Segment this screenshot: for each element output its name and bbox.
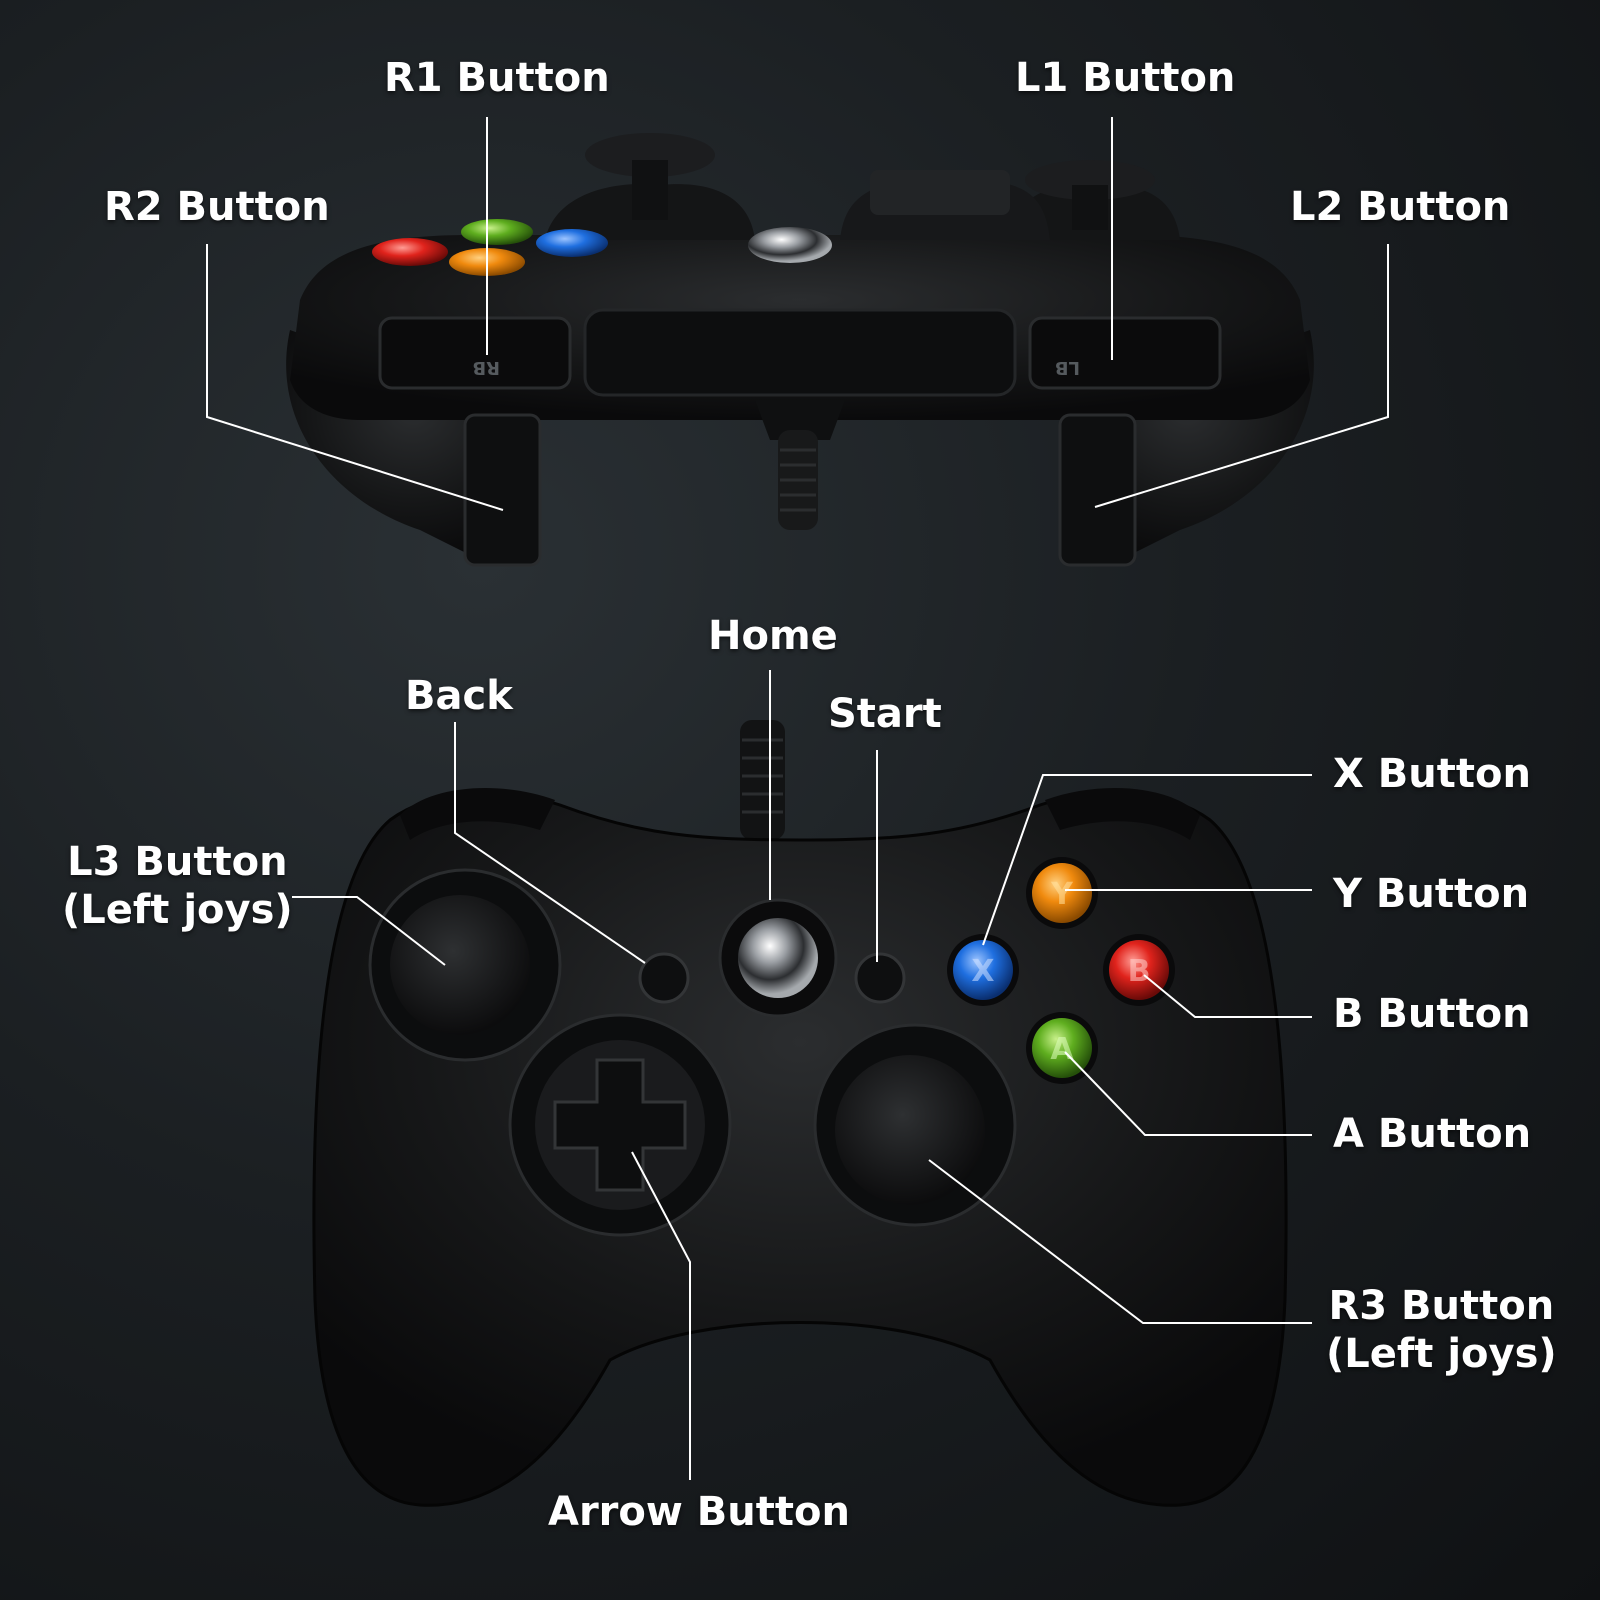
l3-button-label-line1: L3 Button [67,839,288,885]
leader-lines [206,117,1389,1480]
arrow-button-label: Arrow Button [548,1489,850,1535]
b-letter: B [1128,954,1151,989]
rb-mark: RB [472,357,500,378]
home-label: Home [708,613,838,659]
l3-button-label: L3 Button (Left joys) [62,838,293,934]
controller-front-view: Y X B A [312,720,1288,1507]
r3-button-label-line1: R3 Button [1328,1283,1555,1329]
r3-button-label-line2: (Left joys) [1326,1331,1557,1377]
lb-mark: LB [1055,357,1080,378]
back-label: Back [405,673,513,719]
y-button-label: Y Button [1333,871,1530,917]
l1-button-label: L1 Button [1015,55,1236,101]
y-letter: Y [1050,877,1074,912]
controller-top-view: RB LB [286,133,1314,567]
l3-button-label-line2: (Left joys) [62,887,293,933]
r2-button-label: R2 Button [104,184,330,230]
a-button-label: A Button [1333,1111,1532,1157]
x-button-label: X Button [1333,751,1531,797]
a-letter: A [1050,1032,1074,1067]
b-button-label: B Button [1333,991,1531,1037]
r1-button-label: R1 Button [384,55,610,101]
r3-button-label: R3 Button (Left joys) [1326,1282,1557,1378]
start-label: Start [828,691,942,737]
x-letter: X [971,954,994,989]
l2-button-label: L2 Button [1290,184,1511,230]
